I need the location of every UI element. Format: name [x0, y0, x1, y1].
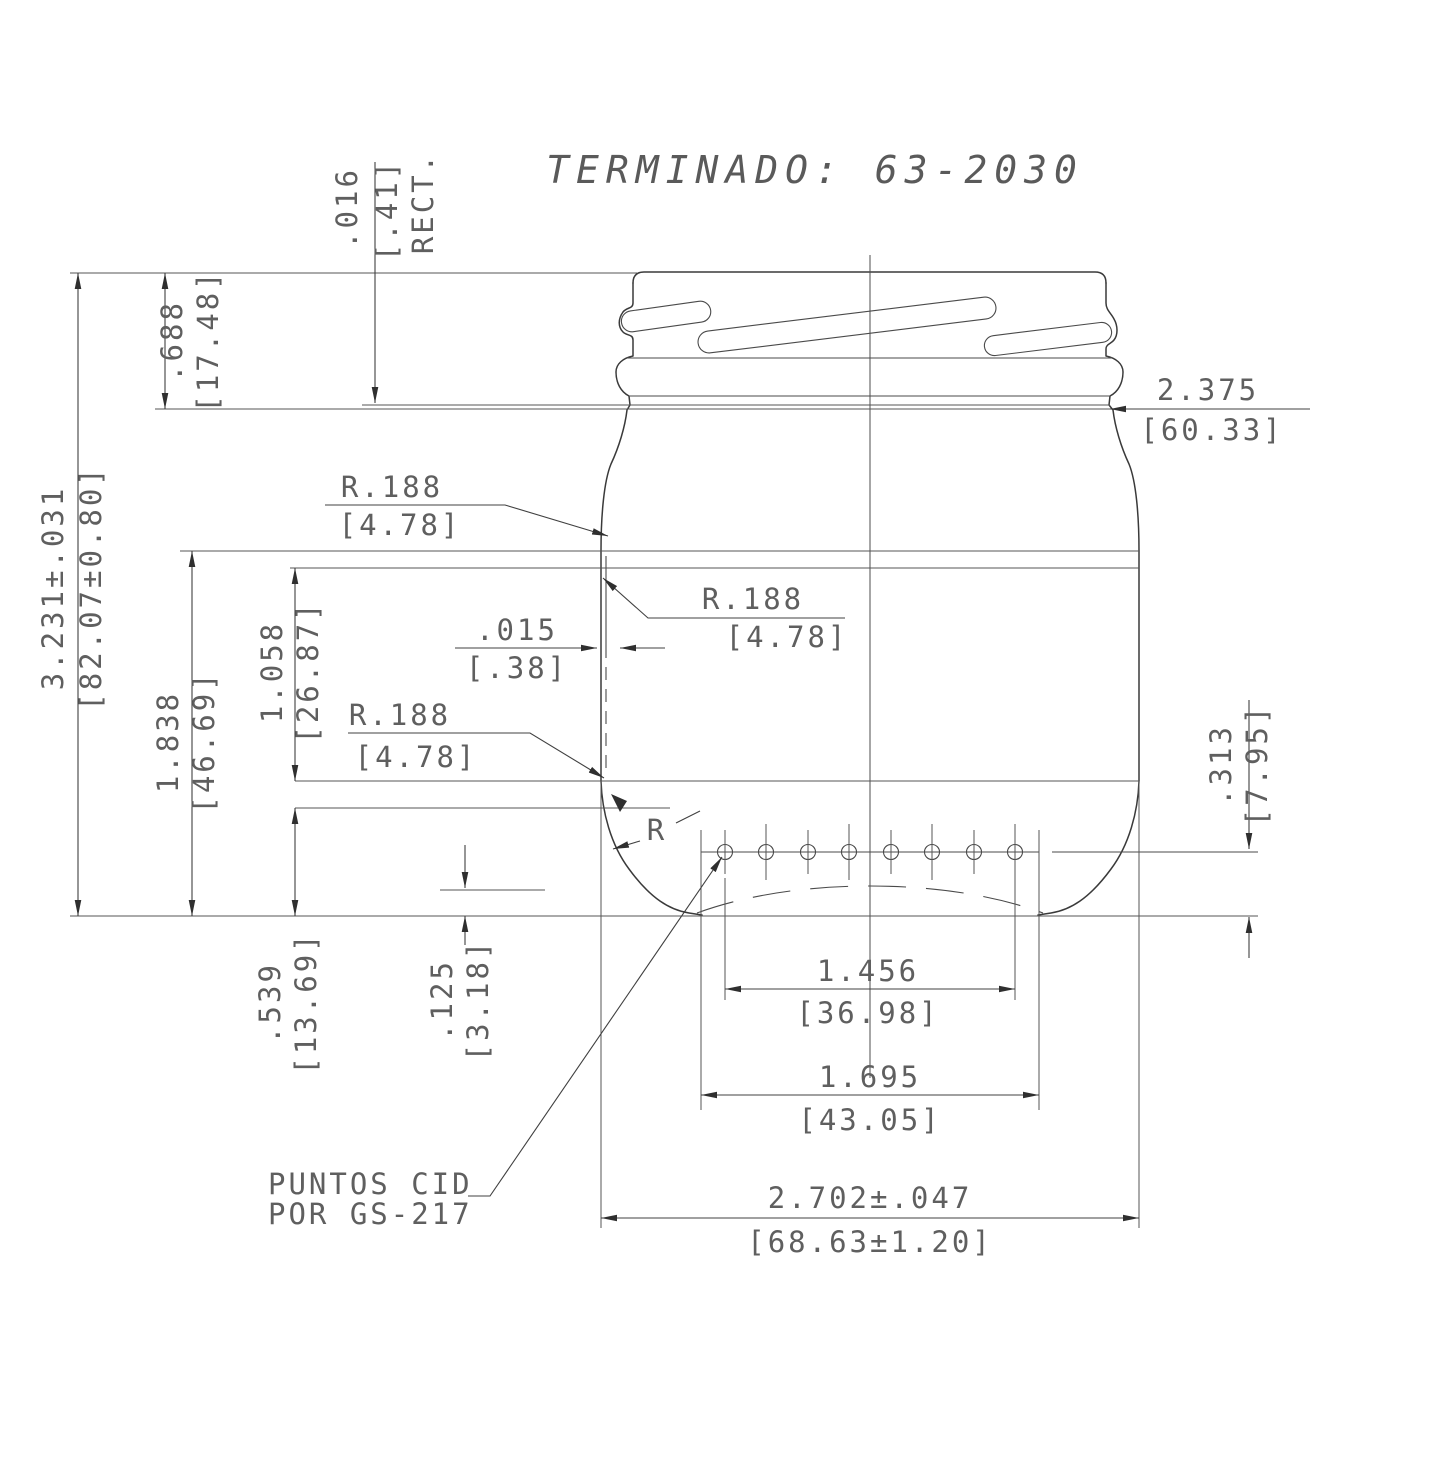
dim-pushup-height-in: .125 [425, 959, 459, 1041]
dim-cid-outer-span-in: 1.695 [819, 1060, 921, 1094]
dim-finish-diameter-in: 2.375 [1157, 373, 1259, 407]
dim-body-height-in: 1.838 [151, 691, 185, 793]
vertical-dimension-labels: .016 [.41] RECT. .688 [17.48] 3.231±.031… [36, 152, 1274, 1075]
dim-overall-height-in: 3.231±.031 [36, 486, 70, 691]
dim-base-corner-height-mm: [7.95] [1240, 704, 1274, 827]
dimension-lines [74, 162, 1310, 1222]
dim-body-diameter-in: 2.702±.047 [768, 1181, 973, 1215]
jar-outline [600, 255, 1140, 1078]
dim-heel-radius-in: R.188 [349, 698, 451, 732]
dim-panel-radius-in: R.188 [702, 582, 804, 616]
dim-heel-radius-mm: [4.78] [355, 740, 478, 774]
dim-wall-offset-mm: [.38] [466, 651, 568, 685]
cid-dots [701, 824, 1258, 880]
dim-rect-step-note: RECT. [406, 152, 440, 254]
dim-base-corner-height-in: .313 [1204, 724, 1238, 806]
dim-rect-step-mm: [.41] [370, 159, 404, 261]
dim-shoulder-radius-mm: [4.78] [339, 508, 462, 542]
dim-finish-diameter-mm: [60.33] [1140, 413, 1283, 447]
cid-note-line2: POR GS-217 [268, 1197, 473, 1231]
dim-finish-height-in: .688 [155, 300, 189, 382]
dim-panel-height-mm: [26.87] [291, 600, 325, 743]
drawing-title: TERMINADO: 63-2030 [546, 148, 1084, 192]
dim-wall-offset-in: .015 [476, 613, 558, 647]
dim-heel-height-in: .539 [253, 962, 287, 1044]
dim-pushup-height-mm: [3.18] [461, 939, 495, 1062]
thread-profile [620, 296, 1113, 357]
leader-lines [325, 504, 845, 1197]
dim-panel-height-in: 1.058 [255, 621, 289, 723]
dim-rect-step-in: .016 [330, 167, 364, 249]
dim-shoulder-radius-in: R.188 [341, 470, 443, 504]
dim-overall-height-mm: [82.07±0.80] [74, 465, 108, 711]
dim-panel-radius-mm: [4.78] [726, 620, 849, 654]
dim-heel-height-mm: [13.69] [289, 931, 323, 1074]
dim-cid-inner-span-in: 1.456 [817, 954, 919, 988]
dim-cid-inner-span-mm: [36.98] [796, 996, 939, 1030]
dim-body-diameter-mm: [68.63±1.20] [747, 1225, 993, 1259]
dim-finish-height-mm: [17.48] [191, 269, 225, 412]
cid-note-line1: PUNTOS CID [268, 1167, 473, 1201]
dim-cid-outer-span-mm: [43.05] [798, 1103, 941, 1137]
extension-lines [70, 272, 1258, 1228]
radius-letter: R [647, 813, 667, 847]
dim-body-height-mm: [46.69] [187, 670, 221, 813]
horizontal-dimension-labels: 2.375 [60.33] R.188 [4.78] R.188 [4.78] … [268, 373, 1283, 1259]
